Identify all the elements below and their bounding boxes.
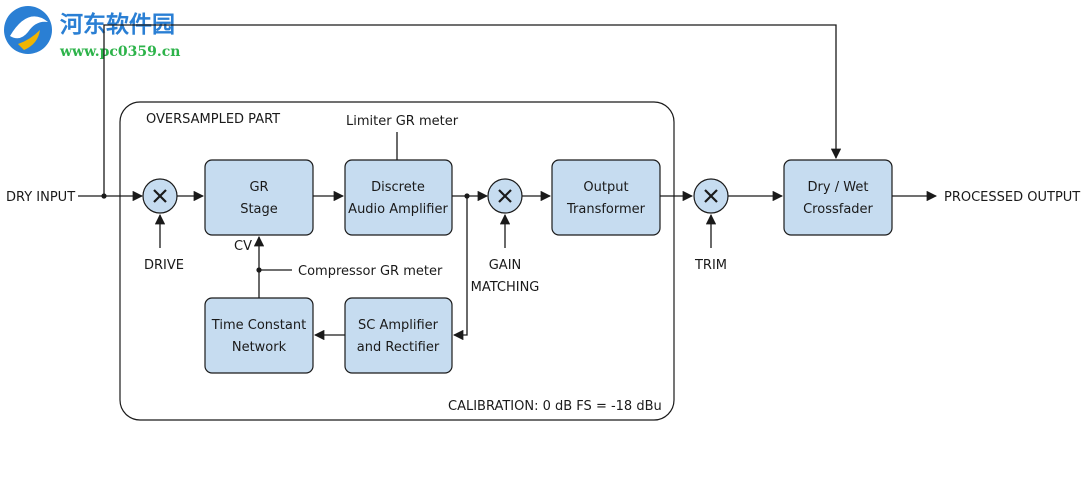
gain-matching-label-line2: MATCHING [471, 280, 540, 295]
crossfader-line2: Crossfader [803, 202, 873, 217]
time-constant-line1: Time Constant [211, 318, 306, 333]
discrete-amp-line2: Audio Amplifier [348, 202, 448, 217]
time-constant-block: Time Constant Network [204, 297, 314, 374]
gr-stage-line1: GR [249, 180, 268, 195]
sc-amplifier-line2: and Rectifier [357, 340, 440, 355]
time-constant-line2: Network [232, 340, 287, 355]
watermark-logo-icon [4, 6, 52, 54]
trim-multiplier [693, 178, 729, 214]
drive-multiplier [142, 178, 178, 214]
compressor-meter-label: Compressor GR meter [298, 264, 443, 279]
sc-amplifier-line1: SC Amplifier [358, 318, 439, 333]
dry-input-label: DRY INPUT [6, 190, 75, 205]
oversampled-region-label: OVERSAMPLED PART [146, 112, 280, 127]
sidechain-feed-line [452, 196, 468, 341]
discrete-amp-block: Discrete Audio Amplifier [344, 159, 453, 236]
crossfader-block: Dry / Wet Crossfader [783, 159, 893, 236]
discrete-amp-line1: Discrete [371, 180, 425, 195]
output-transformer-block: Output Transformer [551, 159, 661, 236]
gain-matching-label-line1: GAIN [489, 258, 522, 273]
sc-amplifier-block: SC Amplifier and Rectifier [344, 297, 453, 374]
dry-bypass-line [103, 24, 842, 196]
gain-matching-multiplier [487, 178, 523, 214]
processed-output-label: PROCESSED OUTPUT [944, 190, 1080, 205]
watermark-url: www.pc0359.cn [59, 44, 180, 60]
gr-stage-block: GR Stage [204, 159, 314, 236]
limiter-meter-label: Limiter GR meter [346, 114, 459, 129]
calibration-note: CALIBRATION: 0 dB FS = -18 dBu [448, 399, 662, 414]
gr-stage-line2: Stage [240, 202, 278, 217]
oversampled-region [119, 101, 675, 421]
output-transformer-line1: Output [583, 180, 628, 195]
cv-label: CV [234, 239, 252, 254]
trim-label: TRIM [694, 258, 727, 273]
drive-label: DRIVE [144, 258, 184, 273]
watermark: 河东软件园 www.pc0359.cn [4, 6, 180, 60]
crossfader-line1: Dry / Wet [808, 180, 869, 195]
output-transformer-line2: Transformer [566, 202, 646, 217]
